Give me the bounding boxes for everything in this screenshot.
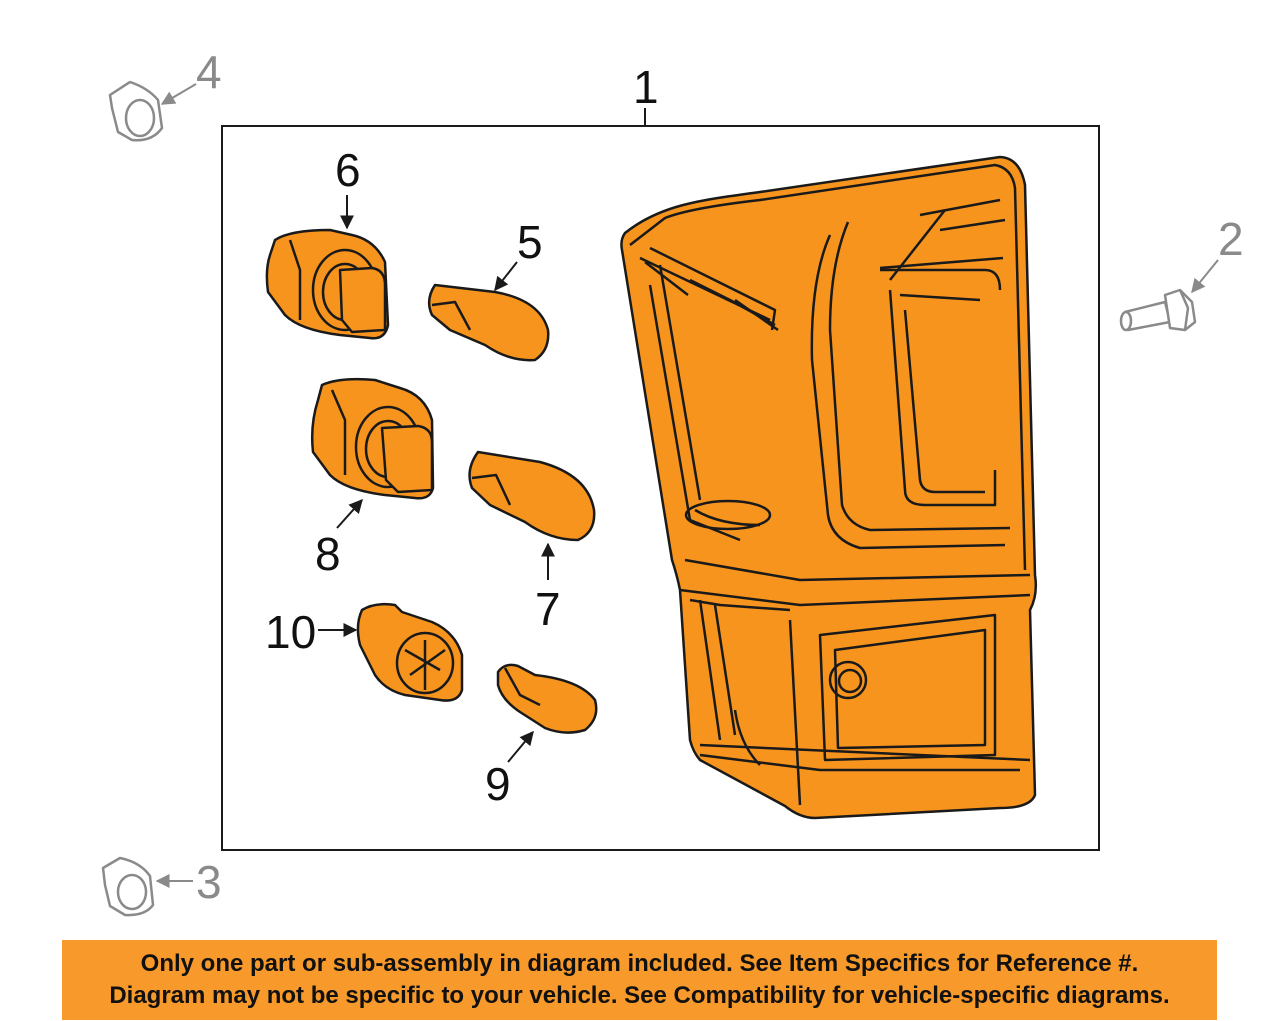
tail-lamp-assembly — [620, 155, 1038, 820]
clip-3 — [101, 856, 155, 917]
callout-1: 1 — [633, 61, 659, 113]
bulb-5 — [427, 283, 550, 362]
callout-4: 4 — [196, 46, 222, 98]
parts-diagram: 1 2 3 4 5 6 7 8 9 10 — [101, 46, 1244, 917]
leader-lines — [155, 83, 1219, 888]
leader-8 — [336, 498, 363, 529]
callout-2: 2 — [1218, 213, 1244, 265]
leader-5 — [494, 261, 518, 292]
callout-9: 9 — [485, 758, 511, 810]
callout-8: 8 — [315, 528, 341, 580]
bulb-9 — [496, 663, 598, 734]
socket-10 — [356, 602, 464, 702]
callout-7: 7 — [535, 583, 561, 635]
leader-4 — [160, 83, 197, 105]
clip-4 — [108, 80, 164, 142]
screw-2 — [1119, 288, 1197, 332]
callout-10: 10 — [265, 606, 316, 658]
notice-banner: Only one part or sub-assembly in diagram… — [62, 940, 1217, 1020]
callout-5: 5 — [517, 216, 543, 268]
leader-9 — [507, 730, 534, 763]
notice-line-1: Only one part or sub-assembly in diagram… — [140, 950, 1139, 977]
bulb-7 — [468, 450, 596, 542]
assembly-frame — [221, 125, 1100, 851]
callout-3: 3 — [196, 856, 222, 908]
socket-6 — [265, 228, 390, 340]
socket-8 — [310, 377, 435, 500]
leader-2 — [1191, 259, 1219, 294]
callout-6: 6 — [335, 144, 361, 196]
notice-line-2: Diagram may not be specific to your vehi… — [109, 982, 1170, 1009]
